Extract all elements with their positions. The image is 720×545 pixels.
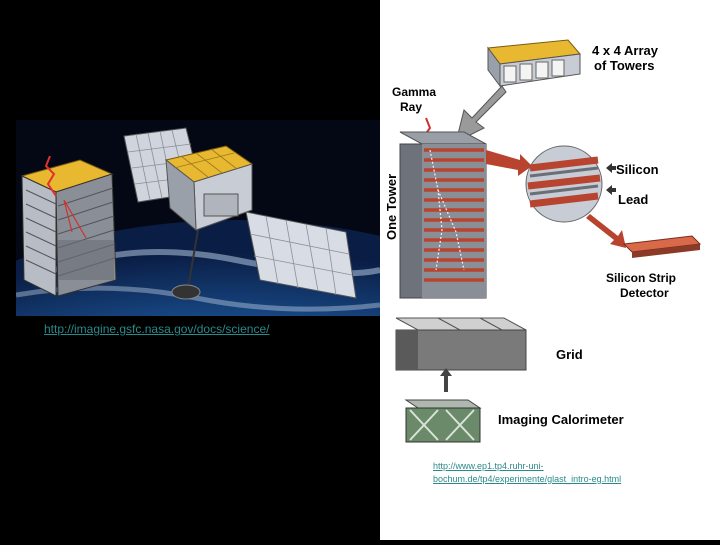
strip-label-line1: Silicon Strip <box>606 271 676 285</box>
glast-detector-diagram-panel: 4 x 4 Array of Towers Gamma Ray One Towe… <box>380 0 720 540</box>
lead-label: Lead <box>618 192 648 207</box>
calorimeter-label: Imaging Calorimeter <box>498 412 624 427</box>
up-arrow <box>440 368 452 392</box>
nasa-source-link[interactable]: http://imagine.gsfc.nasa.gov/docs/scienc… <box>44 322 270 336</box>
calorimeter-graphic <box>404 399 482 443</box>
cutaway-tower <box>20 155 117 297</box>
grid-graphic <box>395 317 527 371</box>
silicon-strip-graphic <box>622 235 702 258</box>
zoom-arrow-strip <box>586 214 626 248</box>
satellite-body <box>164 145 254 300</box>
single-tower-graphic <box>399 131 487 299</box>
array-label-line1: 4 x 4 Array <box>592 43 659 58</box>
lead-pointer <box>606 185 616 195</box>
one-tower-label: One Tower <box>384 174 399 240</box>
array-label-line2: of Towers <box>594 58 654 73</box>
strip-label-line2: Detector <box>620 286 669 300</box>
bochum-source-link[interactable]: http://www.ep1.tp4.ruhr-uni- bochum.de/t… <box>433 460 663 486</box>
gamma-ray-label-line2: Ray <box>400 100 422 114</box>
silicon-pointer <box>606 163 616 173</box>
zoom-arrow-tower <box>486 150 532 176</box>
gamma-ray-label-line1: Gamma <box>392 85 436 99</box>
solar-panel-lower <box>245 211 357 299</box>
silicon-label: Silicon <box>616 162 659 177</box>
glast-detector-diagram: 4 x 4 Array of Towers Gamma Ray One Towe… <box>384 39 702 443</box>
glast-satellite-illustration <box>16 120 380 316</box>
magnified-layers-graphic <box>525 145 603 223</box>
bochum-link-line2[interactable]: bochum.de/tp4/experimente/glast_intro-eg… <box>433 474 622 484</box>
bochum-link-line1[interactable]: http://www.ep1.tp4.ruhr-uni- <box>433 461 544 471</box>
grid-label: Grid <box>556 347 583 362</box>
tower-array-graphic <box>487 39 581 88</box>
